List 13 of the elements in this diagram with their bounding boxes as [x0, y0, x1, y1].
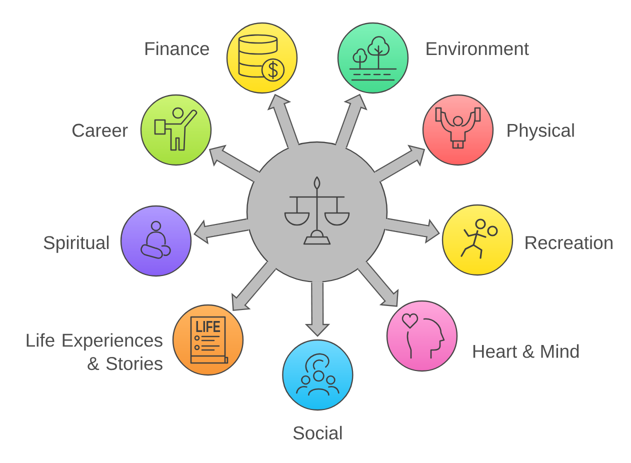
category-label: Social: [293, 426, 342, 440]
category-label: Environment: [426, 42, 529, 56]
book-title: LIFE: [196, 321, 220, 332]
category-label: Recreation: [526, 236, 612, 250]
category-label: Physical: [508, 123, 574, 141]
arrow: [232, 261, 276, 311]
category-label: Spiritual: [44, 236, 109, 253]
category-label: Heart & Mind: [473, 344, 579, 358]
arrow: [194, 218, 250, 244]
category-label: Finance: [146, 42, 209, 56]
category-label: Career: [72, 124, 128, 137]
arrow: [358, 262, 399, 307]
category-label: Life Experiences & Stories: [26, 333, 162, 370]
